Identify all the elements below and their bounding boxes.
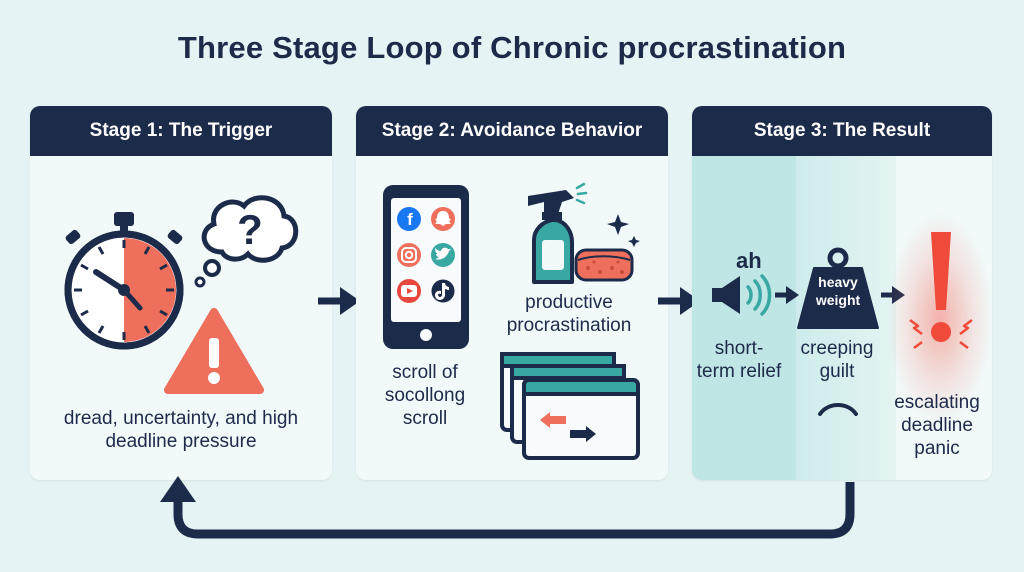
thought-bubble-question-icon: ?	[194, 195, 299, 288]
panic-caption: escalating deadline panic	[894, 392, 980, 459]
arrow-right-icon	[318, 287, 360, 315]
arrow-right-icon	[881, 286, 905, 304]
spray-bottle-icon	[528, 182, 588, 284]
phone-caption: scroll of socollong scroll	[384, 362, 466, 429]
stage-1-panel: Stage 1: The Trigger ? dread, uncertaint	[30, 106, 332, 480]
arrow-right-icon	[658, 287, 700, 315]
snapchat-icon	[431, 207, 455, 231]
arrow-right-icon	[775, 286, 799, 304]
youtube-icon	[397, 279, 421, 303]
page-title: Three Stage Loop of Chronic procrastinat…	[177, 30, 847, 65]
stage-3-header: Stage 3: The Result	[692, 106, 992, 156]
stage-3-panel: Stage 3: The Result ah heavy weight shor…	[692, 106, 992, 480]
stage-2-panel: Stage 2: Avoidance Behavior f	[356, 106, 668, 480]
stopwatch-icon	[64, 212, 184, 350]
stage-1-header: Stage 1: The Trigger	[30, 106, 332, 156]
browser-windows-icon	[500, 352, 640, 460]
svg-text:f: f	[407, 210, 413, 229]
facebook-icon: f	[397, 207, 421, 231]
weight-label: heavy weight	[815, 274, 861, 308]
frown-icon	[818, 403, 858, 416]
relief-caption: short-term relief	[696, 338, 782, 382]
instagram-icon	[397, 243, 421, 267]
stage-2-header: Stage 2: Avoidance Behavior	[356, 106, 668, 156]
exclamation-icon	[909, 232, 973, 349]
svg-text:?: ?	[237, 206, 263, 253]
sponge-icon	[574, 214, 640, 282]
twitter-icon	[431, 243, 455, 267]
tiktok-icon	[430, 278, 456, 304]
relief-zone	[692, 156, 796, 480]
relief-sound: ah	[736, 248, 762, 273]
guilt-caption: creeping guilt	[800, 338, 874, 382]
speaker-icon	[712, 274, 772, 316]
stage-1-caption: dread, uncertainty, and high deadline pr…	[63, 408, 299, 452]
cleaning-caption: productive procrastination	[506, 292, 632, 336]
weight-icon	[797, 247, 879, 329]
smartphone-icon: f	[383, 185, 469, 349]
warning-triangle-icon	[164, 308, 264, 394]
